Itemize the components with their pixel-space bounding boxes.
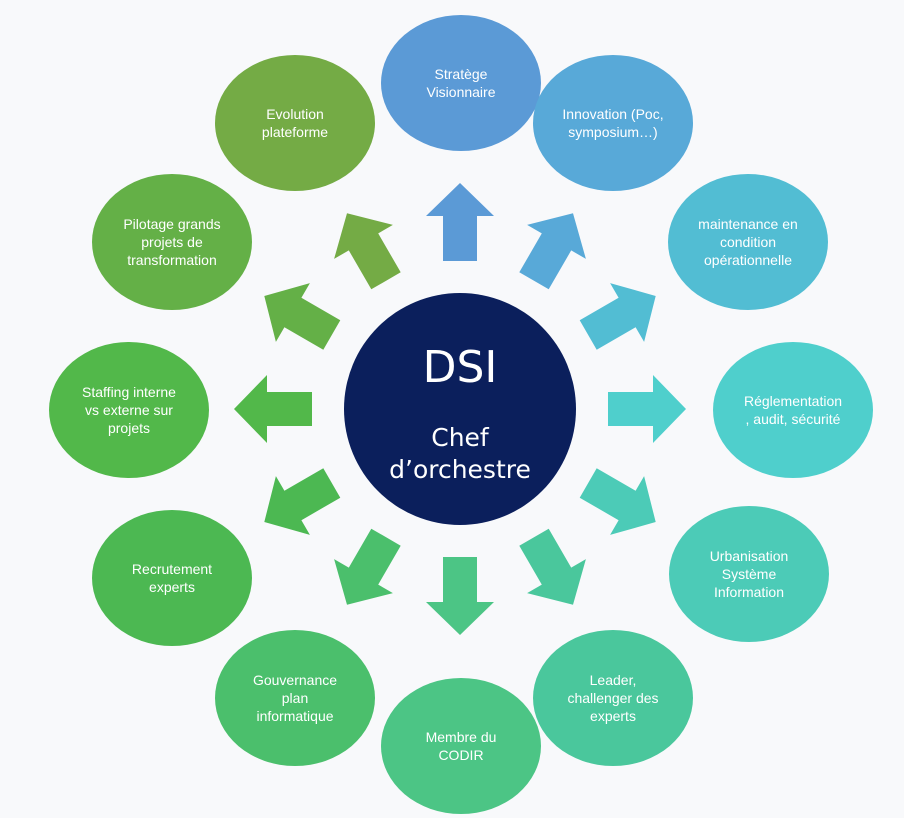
center-subtitle-line-2: d’orchestre: [389, 455, 531, 484]
node-label-membre-codir-line-2: CODIR: [438, 747, 483, 763]
node-label-reglementation-line-1: Réglementation: [744, 393, 842, 409]
node-ellipse-reglementation: [713, 342, 873, 478]
arrow-to-innovation: [519, 213, 586, 290]
arrow-to-membre-codir: [426, 557, 494, 635]
arrow-to-recrutement: [264, 468, 341, 535]
node-label-pilotage-line-1: Pilotage grands: [123, 216, 220, 232]
node-label-urbanisation-line-2: Système: [722, 566, 777, 582]
arrow-to-pilotage: [264, 283, 341, 350]
node-label-innovation-line-2: symposium…): [568, 124, 657, 140]
arrow-to-evolution: [334, 213, 401, 290]
node-label-staffing-line-2: vs externe sur: [85, 402, 173, 418]
node-label-innovation-line-1: Innovation (Poc,: [562, 106, 663, 122]
node-label-strategie-line-1: Stratège: [435, 66, 488, 82]
arrows-group: [234, 183, 686, 635]
node-label-recrutement-line-2: experts: [149, 579, 195, 595]
node-maintenance: maintenance en condition opérationnelle: [668, 174, 828, 310]
node-label-staffing-line-1: Staffing interne: [82, 384, 176, 400]
node-ellipse-leader: [533, 630, 693, 766]
node-staffing: Staffing interne vs externe sur projets: [49, 342, 209, 478]
node-innovation: Innovation (Poc, symposium…): [533, 55, 693, 191]
node-reglementation: Réglementation , audit, sécurité: [713, 342, 873, 478]
node-ellipse-maintenance: [668, 174, 828, 310]
node-ellipse-innovation: [533, 55, 693, 191]
node-label-urbanisation-line-1: Urbanisation: [710, 548, 789, 564]
arrow-to-reglementation: [608, 375, 686, 443]
node-label-reglementation-line-2: , audit, sécurité: [746, 411, 841, 427]
arrow-to-urbanisation: [579, 468, 656, 535]
node-label-recrutement-line-1: Recrutement: [132, 561, 212, 577]
node-label-pilotage-line-2: projets de: [141, 234, 203, 250]
node-ellipse-gouvernance: [215, 630, 375, 766]
node-ellipse-evolution: [215, 55, 375, 191]
node-evolution: Evolution plateforme: [215, 55, 375, 191]
node-ellipse-urbanisation: [669, 506, 829, 642]
node-label-pilotage-line-3: transformation: [127, 252, 216, 268]
center-subtitle-line-1: Chef: [431, 423, 490, 452]
center-title: DSI: [423, 342, 498, 393]
arrow-to-gouvernance: [334, 528, 401, 605]
node-label-staffing-line-3: projets: [108, 420, 150, 436]
node-pilotage: Pilotage grands projets de transformation: [92, 174, 252, 310]
node-ellipse-staffing: [49, 342, 209, 478]
node-ellipse-strategie: [381, 15, 541, 151]
node-label-gouvernance-line-2: plan: [282, 690, 308, 706]
node-label-gouvernance-line-3: informatique: [256, 708, 333, 724]
center-group: DSI Chef d’orchestre: [344, 293, 576, 525]
node-label-strategie-line-2: Visionnaire: [426, 84, 495, 100]
node-label-leader-line-3: experts: [590, 708, 636, 724]
node-label-leader-line-1: Leader,: [590, 672, 637, 688]
node-membre-codir: Membre du CODIR: [381, 678, 541, 814]
arrow-to-staffing: [234, 375, 312, 443]
node-label-maintenance-line-1: maintenance en: [698, 216, 798, 232]
node-ellipse-recrutement: [92, 510, 252, 646]
arrow-to-maintenance: [579, 283, 656, 350]
node-gouvernance: Gouvernance plan informatique: [215, 630, 375, 766]
node-ellipse-pilotage: [92, 174, 252, 310]
center-circle: [344, 293, 576, 525]
node-recrutement: Recrutement experts: [92, 510, 252, 646]
node-label-evolution-line-1: Evolution: [266, 106, 324, 122]
node-ellipse-membre-codir: [381, 678, 541, 814]
arrow-to-strategie: [426, 183, 494, 261]
node-label-leader-line-2: challenger des: [567, 690, 658, 706]
arrow-to-leader: [519, 528, 586, 605]
node-label-urbanisation-line-3: Information: [714, 584, 784, 600]
node-leader: Leader, challenger des experts: [533, 630, 693, 766]
node-label-gouvernance-line-1: Gouvernance: [253, 672, 337, 688]
node-label-membre-codir-line-1: Membre du: [426, 729, 497, 745]
node-label-maintenance-line-3: opérationnelle: [704, 252, 792, 268]
node-label-evolution-line-2: plateforme: [262, 124, 328, 140]
node-label-maintenance-line-2: condition: [720, 234, 776, 250]
